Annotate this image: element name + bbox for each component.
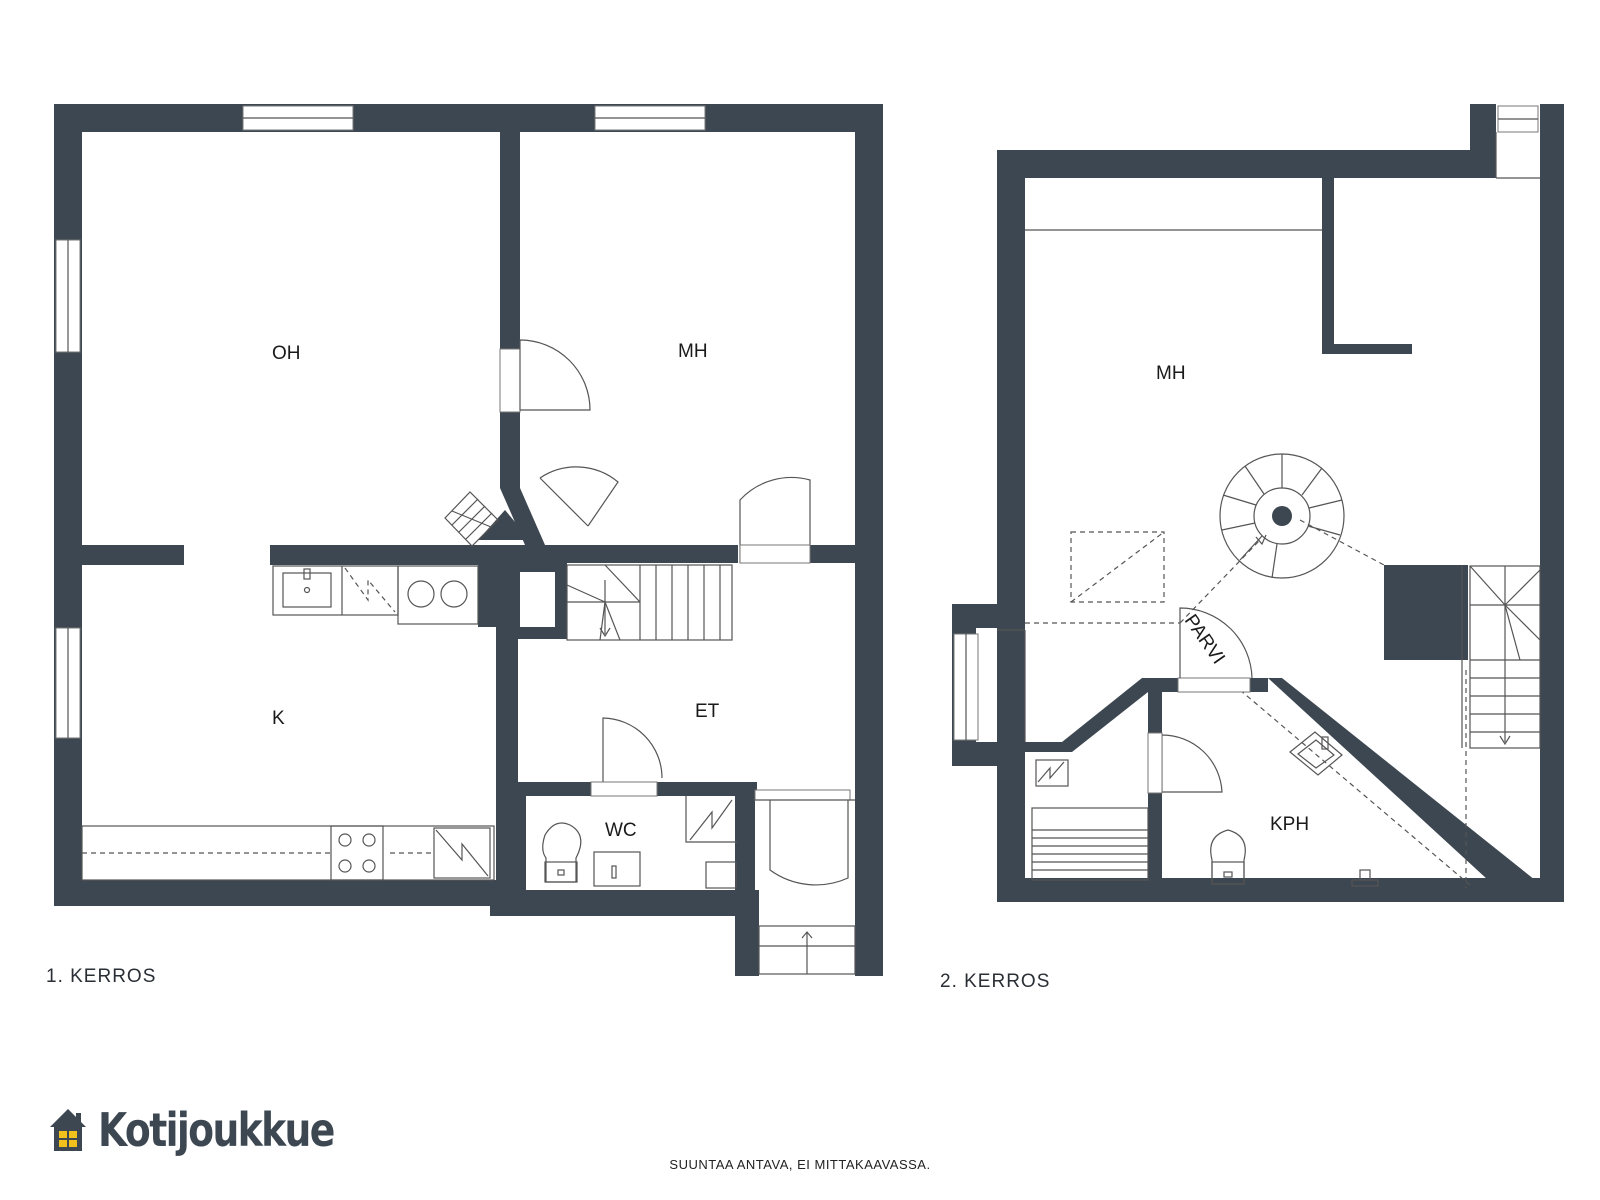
second-floor-plan: PARVI MH KPH bbox=[952, 104, 1564, 902]
first-floor-stairs bbox=[566, 564, 733, 641]
house-icon bbox=[50, 1109, 86, 1151]
floor-label-second: 2. KERROS bbox=[940, 971, 1051, 992]
room-label-k: K bbox=[272, 708, 285, 729]
room-label-mh-1: MH bbox=[678, 341, 708, 362]
sauna-bench bbox=[1031, 759, 1149, 881]
room-label-oh: OH bbox=[272, 343, 301, 364]
spiral-stair bbox=[1219, 453, 1345, 579]
room-label-et: ET bbox=[695, 701, 720, 722]
wc-fixtures bbox=[542, 796, 737, 889]
second-floor-stairs bbox=[1461, 565, 1541, 749]
room-label-mh-2: MH bbox=[1156, 363, 1186, 384]
floor-label-first: 1. KERROS bbox=[46, 966, 157, 987]
room-label-parvi: PARVI bbox=[1180, 611, 1229, 668]
brand-logo: Kotijoukkue bbox=[48, 1100, 385, 1160]
room-label-wc: WC bbox=[605, 820, 637, 841]
first-floor-plan: OH MH K ET WC bbox=[54, 104, 883, 976]
kitchen-counter-upper bbox=[272, 565, 479, 625]
kitchen-counter-lower bbox=[81, 825, 495, 881]
disclaimer-note: SUUNTAA ANTAVA, EI MITTAKAAVASSA. bbox=[669, 1157, 931, 1172]
entry-steps bbox=[758, 925, 856, 975]
room-label-kph: KPH bbox=[1270, 814, 1309, 835]
bathroom-fixtures bbox=[1210, 731, 1379, 887]
fireplace bbox=[444, 491, 499, 547]
brand-name: Kotijoukkue bbox=[98, 1103, 335, 1157]
